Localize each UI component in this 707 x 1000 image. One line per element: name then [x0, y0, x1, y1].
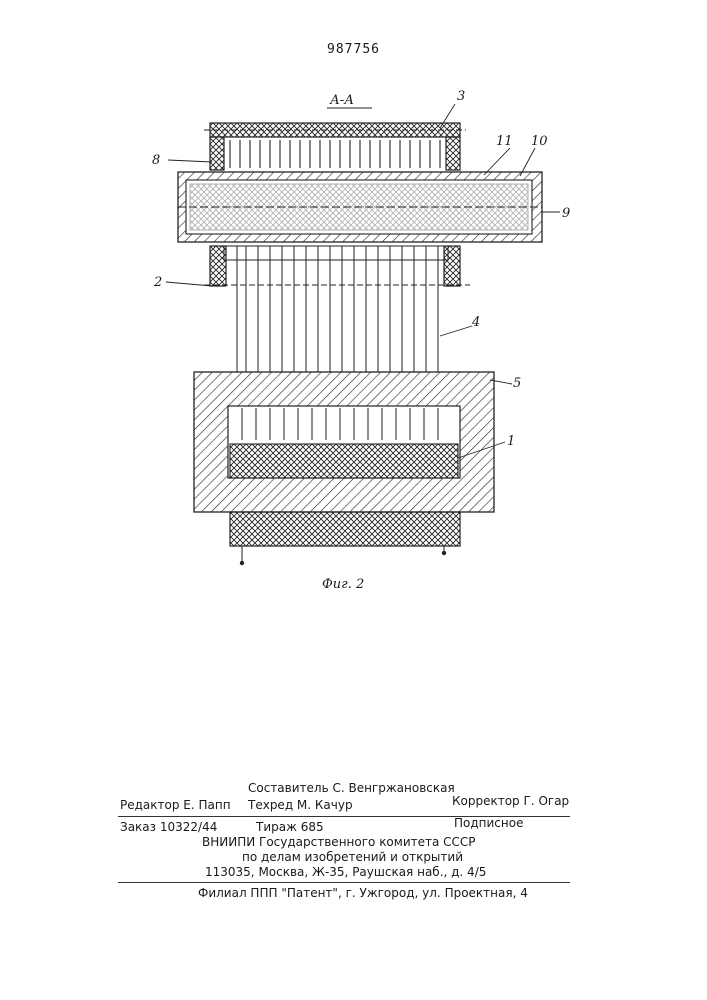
branch-line: Филиал ППП "Патент", г. Ужгород, ул. Про…	[198, 886, 528, 900]
subscription-line: Подписное	[454, 816, 523, 830]
address-line: 113035, Москва, Ж-35, Раушская наб., д. …	[205, 865, 486, 879]
corrector-line: Корректор Г. Огар	[452, 794, 569, 808]
compiler-line: Составитель С. Венгржановская	[248, 781, 455, 795]
rule-2	[118, 882, 570, 883]
techred-line: Техред М. Качур	[248, 798, 353, 812]
order-line: Заказ 10322/44	[120, 820, 217, 834]
editor-line: Редактор Е. Папп	[120, 798, 231, 812]
org-line-1: ВНИИПИ Государственного комитета СССР	[202, 835, 476, 849]
print-run-line: Тираж 685	[256, 820, 324, 834]
org-line-2: по делам изобретений и открытий	[242, 850, 463, 864]
